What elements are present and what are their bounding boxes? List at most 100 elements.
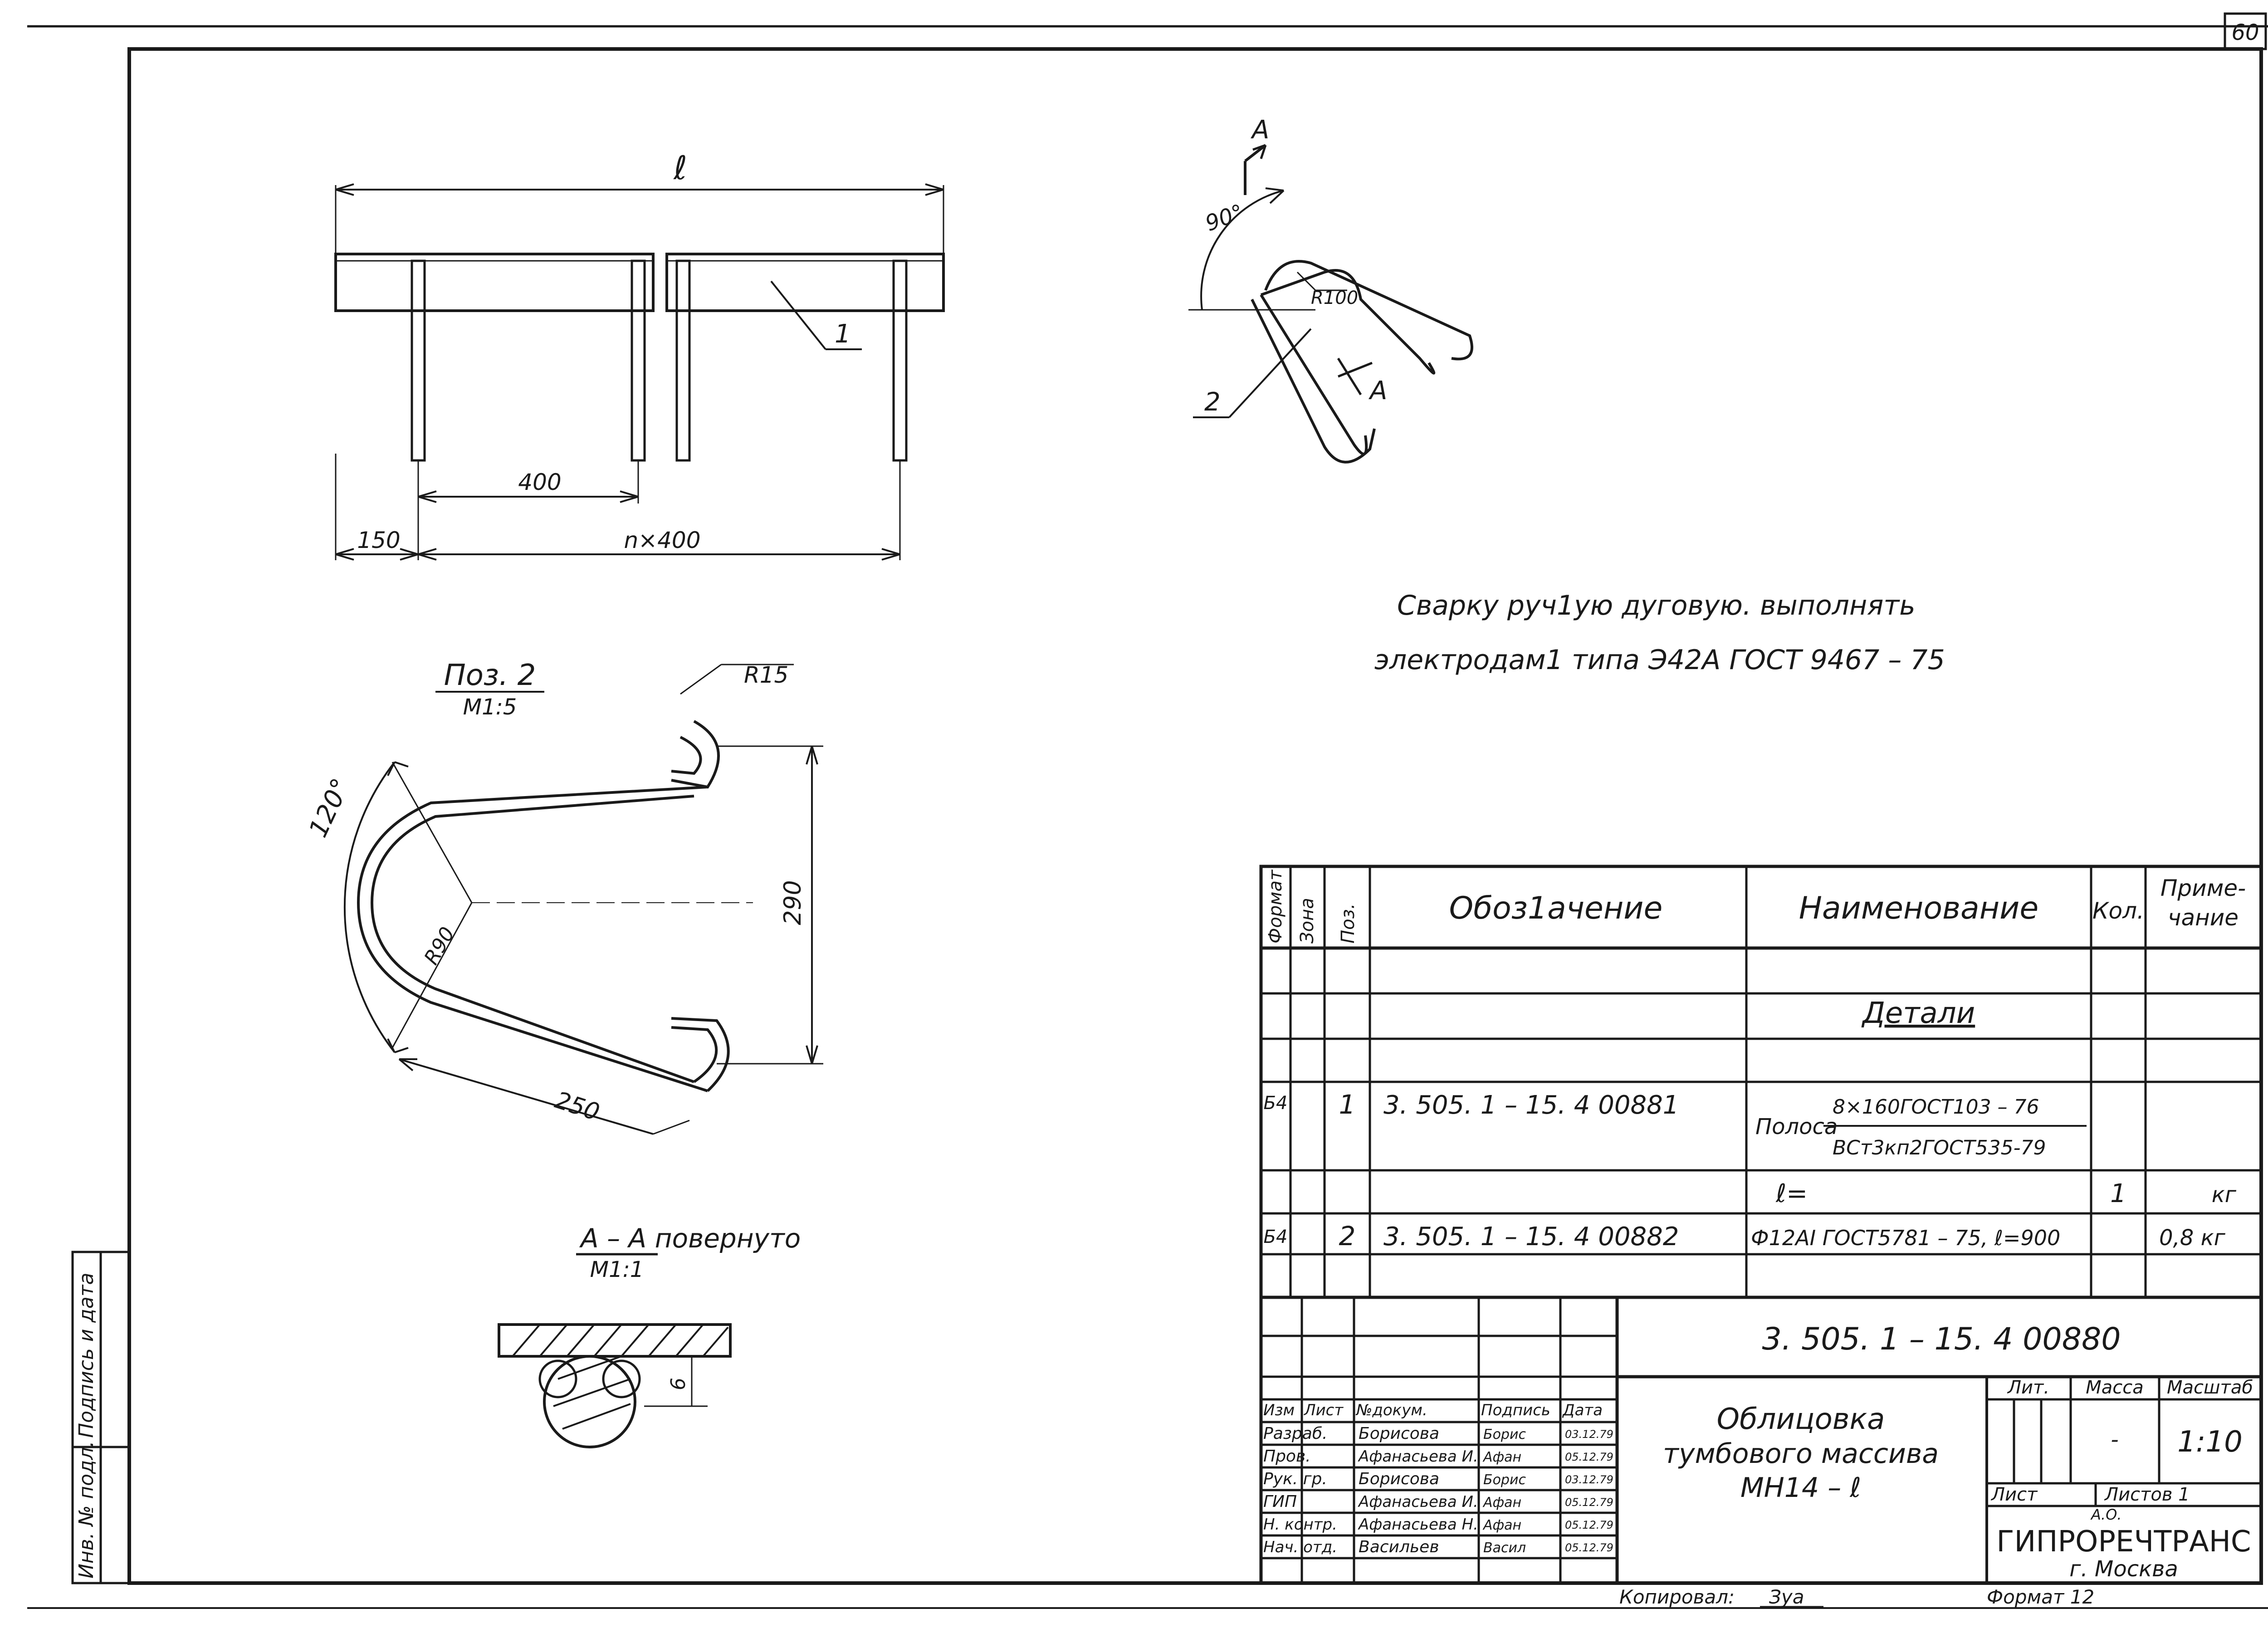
row1-format: Б4 [1264, 1093, 1288, 1114]
note-line-1: Сварку руч1ую дуговую. выполнять [1397, 590, 1916, 621]
person-role: Разраб. [1263, 1424, 1327, 1443]
row2-designation: 3. 505. 1 – 15. 4 00882 [1383, 1222, 1679, 1252]
person-sign: Афан [1482, 1495, 1521, 1511]
sheets-label: Листов 1 [2104, 1484, 2190, 1505]
row2-format: Б4 [1264, 1227, 1288, 1247]
person-date: 05.12.79 [1565, 1541, 1613, 1554]
person-role: Нач. отд. [1263, 1538, 1337, 1556]
person-name: Афанасьева Н. [1358, 1516, 1478, 1534]
person-sign: Афан [1482, 1449, 1521, 1465]
person-role: Рук. гр. [1263, 1470, 1327, 1488]
hdr-name: Наименование [1799, 890, 2038, 926]
doc-code: 3. 505. 1 – 15. 4 00880 [1762, 1321, 2121, 1357]
col-sign: Подпись [1481, 1401, 1550, 1419]
angle-120: 120° [303, 774, 356, 842]
scale-label: Масштаб [2167, 1377, 2253, 1398]
radius-r100: R100 [1311, 288, 1358, 308]
hdr-note-a: Приме- [2160, 875, 2246, 901]
hdr-pos: Поз. [1338, 903, 1359, 944]
row1-note: кг [2212, 1182, 2237, 1208]
format-label: Формат 12 [1987, 1586, 2094, 1608]
side-stamp-inv: Инв. № подл. [75, 1441, 98, 1579]
org-name: ГИПРОРЕЧТРАНС [1996, 1525, 2251, 1559]
person-date: 05.12.79 [1565, 1519, 1613, 1531]
row2-name: Ф12АI ГОСТ5781 – 75, ℓ=900 [1751, 1226, 2060, 1250]
section-aa-scale: М1:1 [590, 1257, 644, 1282]
person-date: 05.12.79 [1565, 1496, 1613, 1509]
sheet-label: Лист [1990, 1484, 2038, 1505]
angle-90: 90° [1202, 200, 1247, 237]
row1-name-top: 8×160ГОСТ103 – 76 [1833, 1095, 2039, 1119]
cut-letter-top: A [1251, 115, 1269, 145]
person-name: Афанасьева И. [1358, 1447, 1478, 1466]
plan-view [334, 183, 945, 561]
copied-sign: Зуа [1769, 1586, 1804, 1608]
dim-n: n×400 [624, 527, 700, 553]
pos2-view [343, 664, 823, 1135]
dim-290: 290 [779, 880, 807, 925]
dim-250: 250 [552, 1086, 603, 1126]
sheet-number: 60 [2231, 20, 2259, 45]
person-date: 05.12.79 [1565, 1451, 1613, 1463]
col-izm: Изм [1263, 1401, 1295, 1419]
row1-name-bottom: ВСт3кп2ГОСТ535-79 [1833, 1136, 2046, 1159]
row2-note: 0,8 кг [2159, 1225, 2226, 1251]
row1-pos: 1 [1339, 1089, 1356, 1120]
sheet-frame [27, 12, 2268, 1609]
title-block-grid [1259, 1296, 2263, 1585]
callout-2: 2 [1204, 387, 1221, 417]
col-list: Лист [1303, 1401, 1344, 1419]
weld-size: 6 [667, 1378, 690, 1390]
person-sign: Борис [1483, 1472, 1526, 1488]
radius-r15: R15 [744, 662, 788, 688]
dim-edge: 150 [357, 527, 400, 553]
row1-name-prefix: Полоса [1755, 1114, 1838, 1139]
row1-designation: 3. 505. 1 – 15. 4 00881 [1383, 1090, 1679, 1120]
mass-label: Масса [2086, 1377, 2144, 1398]
copied-label: Копировал: [1619, 1586, 1735, 1608]
cut-letter-side: A [1369, 376, 1387, 406]
title-line-1: Облицовка [1717, 1403, 1885, 1436]
dim-pitch: 400 [518, 469, 561, 495]
row1-qty: 1 [2110, 1179, 2126, 1208]
pos2-title: Поз. 2 [444, 659, 536, 692]
person-name: Борисова [1359, 1470, 1439, 1488]
org-prefix: А.О. [2090, 1506, 2121, 1523]
org-city: г. Москва [2069, 1556, 2178, 1582]
pos2-scale: М1:5 [463, 694, 517, 720]
person-name: Афанасьева И. [1358, 1493, 1478, 1511]
col-date: Дата [1562, 1401, 1603, 1419]
spec-table-grid [1259, 865, 2263, 1299]
person-date: 03.12.79 [1565, 1473, 1613, 1486]
person-role: ГИП [1263, 1492, 1297, 1511]
lit-label: Лит. [2007, 1377, 2049, 1398]
section-aa-view [498, 1253, 732, 1448]
row1-length: ℓ= [1775, 1179, 1808, 1208]
person-sign: Васил [1483, 1540, 1526, 1556]
hdr-format: Формат [1265, 869, 1286, 944]
bar-section-view [1188, 144, 1473, 464]
section-title-details: Детали [1861, 997, 1975, 1030]
hdr-qty: Кол. [2092, 898, 2144, 924]
people-rows: Разраб. Борисова Борис 03.12.79 Пров. Аф… [1263, 1424, 1613, 1556]
note-line-2: электродам1 типа Э42А ГОСТ 9467 – 75 [1374, 644, 1945, 676]
radius-r90: R90 [420, 923, 459, 968]
section-aa-title: А – А повернуто [579, 1223, 801, 1254]
person-date: 03.12.79 [1565, 1428, 1613, 1441]
col-ndoc: №докум. [1355, 1401, 1427, 1419]
side-stamp [71, 1251, 131, 1584]
hdr-designation: Обоз1ачение [1449, 890, 1663, 926]
hdr-zone: Зона [1297, 898, 1318, 944]
person-role: Н. контр. [1263, 1516, 1337, 1534]
person-name: Борисова [1359, 1424, 1439, 1443]
person-sign: Афан [1482, 1517, 1521, 1533]
person-role: Пров. [1263, 1447, 1311, 1466]
title-line-2: тумбового массива [1663, 1438, 1939, 1470]
callout-1: 1 [835, 319, 851, 349]
dim-length: ℓ [673, 149, 687, 187]
side-stamp-sign-date: Подпись и дата [75, 1273, 98, 1438]
title-line-3: МН14 – ℓ [1740, 1472, 1861, 1504]
scale-value: 1:10 [2177, 1425, 2243, 1459]
row2-pos: 2 [1339, 1221, 1356, 1252]
